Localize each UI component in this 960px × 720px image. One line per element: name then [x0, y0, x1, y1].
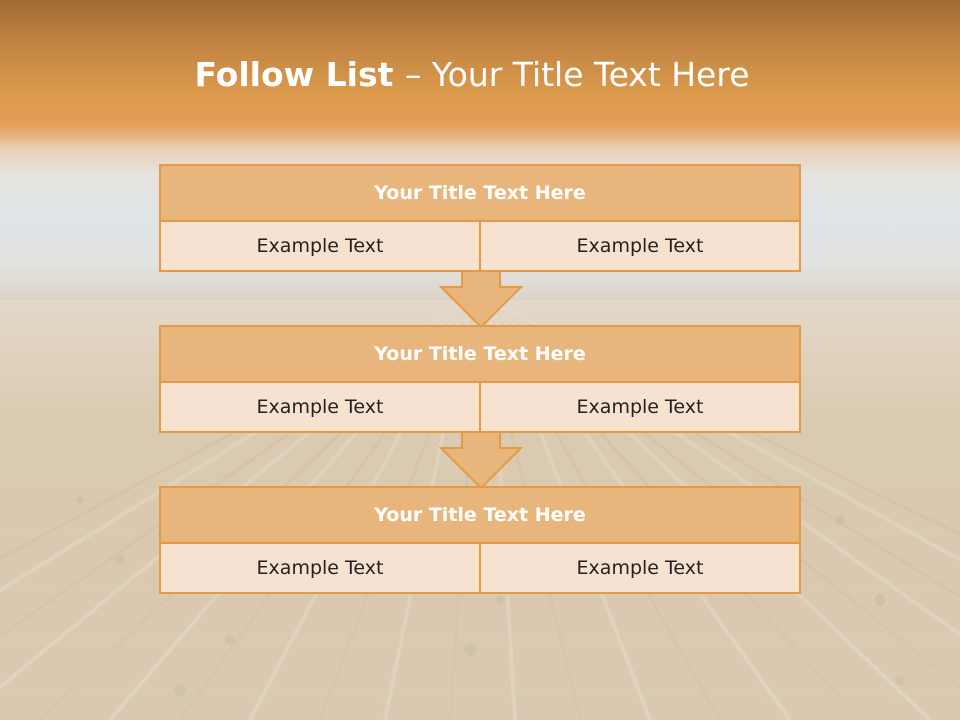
list-block-row: Example Text Example Text [159, 383, 801, 433]
list-block-cell-left: Example Text [161, 383, 479, 431]
down-arrow-icon [438, 271, 524, 329]
list-block-1: Your Title Text Here Example Text Exampl… [159, 164, 801, 272]
list-block-3: Your Title Text Here Example Text Exampl… [159, 486, 801, 594]
slide-title-rest: – Your Title Text Here [404, 55, 750, 94]
list-block-cell-left: Example Text [161, 222, 479, 270]
list-block-title: Your Title Text Here [159, 164, 801, 222]
list-block-cell-right: Example Text [479, 544, 799, 592]
list-block-cell-right: Example Text [479, 222, 799, 270]
list-block-title: Your Title Text Here [159, 325, 801, 383]
down-arrow-icon [438, 432, 524, 490]
slide-title: Follow List – Your Title Text Here [0, 52, 944, 98]
list-block-row: Example Text Example Text [159, 544, 801, 594]
list-block-cell-right: Example Text [479, 383, 799, 431]
list-block-title: Your Title Text Here [159, 486, 801, 544]
list-block-row: Example Text Example Text [159, 222, 801, 272]
list-block-cell-left: Example Text [161, 544, 479, 592]
list-block-2: Your Title Text Here Example Text Exampl… [159, 325, 801, 433]
slide-title-bold: Follow List [194, 55, 405, 94]
